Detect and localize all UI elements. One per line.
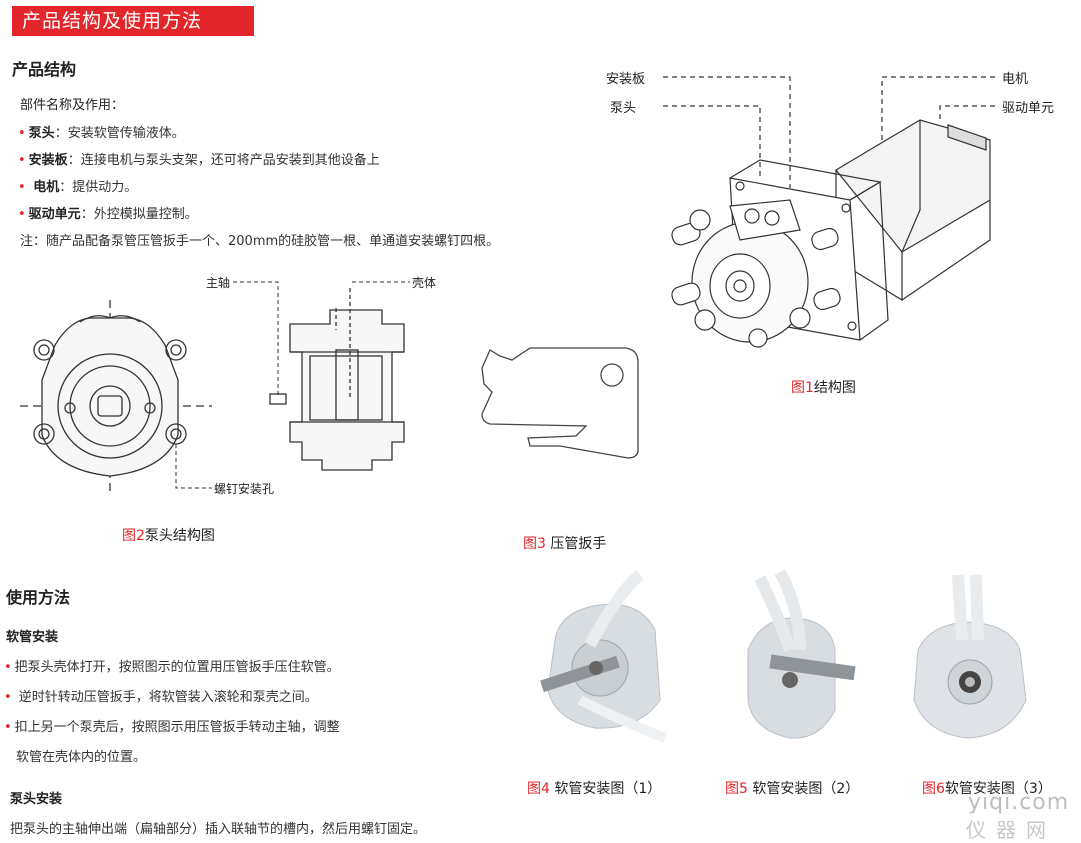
tube-install-heading: 软管安装: [6, 630, 59, 645]
fig2-label-screw-hole: 螺钉安装孔: [214, 482, 275, 496]
section-banner: 产品结构及使用方法: [12, 6, 254, 36]
accessory-note: 注：随产品配备泵管压管扳手一个、200mm的硅胶管一根、单通道安装螺钉四根。: [20, 234, 500, 249]
fig2-label-housing: 壳体: [412, 276, 437, 290]
fig4-caption: 图4 软管安装图（1）: [527, 781, 662, 797]
tube-step-3: •扣上另一个泵壳后，按照图示用压管扳手转动主轴，调整: [4, 720, 340, 735]
photo-6: [913, 574, 1027, 739]
fig1-label-drive-unit: 驱动单元: [1002, 101, 1055, 116]
watermark-site: yiqi.com: [968, 790, 1070, 815]
part-mount-plate: •安装板：连接电机与泵头支架，还可将产品安装到其他设备上: [18, 153, 380, 168]
parts-title: 部件名称及作用：: [20, 98, 125, 113]
fig1-label-pump-head: 泵头: [610, 101, 637, 116]
tube-step-2: • 逆时针转动压管扳手，将软管装入滚轮和泵壳之间。: [4, 690, 318, 705]
pump-install-heading: 泵头安装: [10, 792, 63, 807]
fig6-caption: 图6软管安装图（3）: [922, 781, 1052, 797]
photo-4: [540, 570, 667, 743]
fig1-caption: 图1结构图: [791, 380, 856, 396]
part-pump-head: •泵头：安装软管传输液体。: [18, 126, 185, 141]
tube-step-1: •把泵头壳体打开，按照图示的位置用压管扳手压住软管。: [4, 660, 340, 675]
watermark-cn: 仪器网: [966, 818, 1056, 842]
fig2-label-main-shaft: 主轴: [206, 276, 231, 290]
fig5-caption: 图5 软管安装图（2）: [725, 781, 860, 797]
fig1-label-motor: 电机: [1002, 72, 1029, 87]
tube-step-3-cont: 软管在壳体内的位置。: [16, 750, 147, 765]
photo-5: [747, 569, 856, 739]
fig1-label-mount-plate: 安装板: [606, 72, 646, 87]
fig3-caption: 图3 压管扳手: [523, 536, 607, 552]
fig2-caption: 图2泵头结构图: [122, 528, 215, 544]
pump-install-text: 把泵头的主轴伸出端（扁轴部分）插入联轴节的槽内，然后用螺钉固定。: [10, 822, 427, 837]
usage-heading: 使用方法: [6, 588, 71, 607]
part-drive-unit: •驱动单元：外控模拟量控制。: [18, 207, 198, 222]
part-motor: • 电机：提供动力。: [18, 180, 138, 195]
structure-heading: 产品结构: [12, 60, 77, 79]
